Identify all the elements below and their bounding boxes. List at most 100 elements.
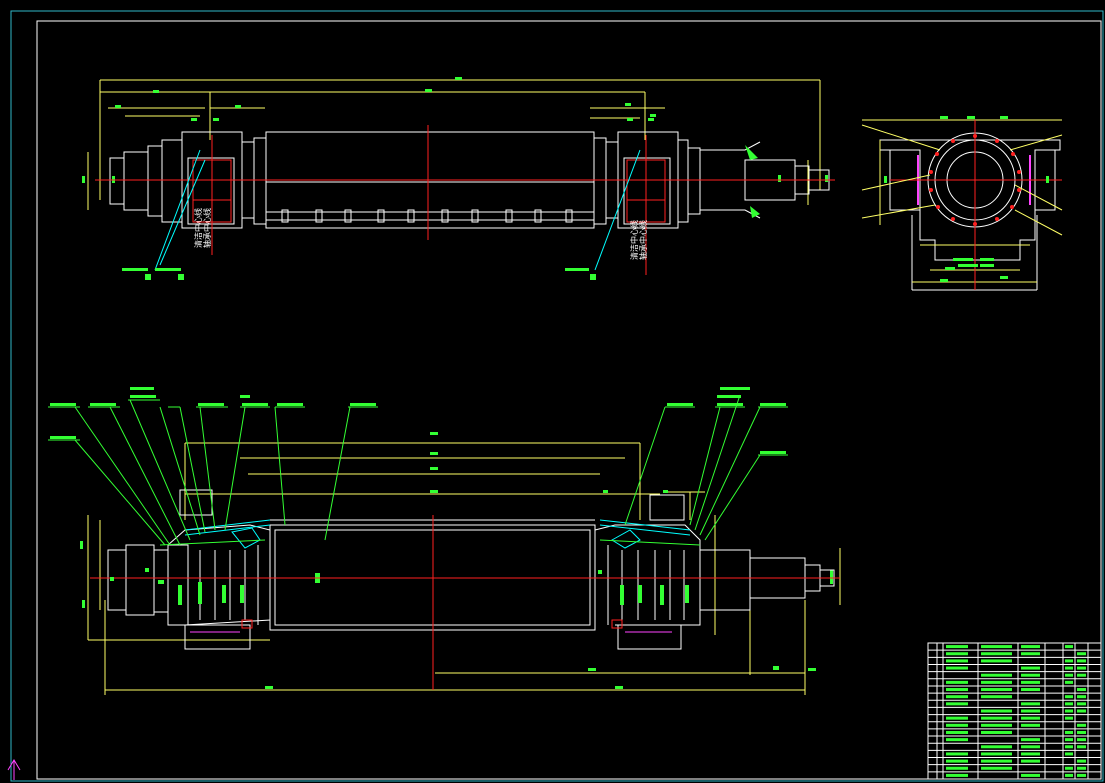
- parts-cell-text: [1077, 695, 1086, 699]
- parts-cell-text: [981, 688, 1012, 692]
- parts-cell-text: [1065, 709, 1073, 713]
- top-weld-marks: [745, 145, 760, 218]
- parts-cell-text: [1065, 673, 1073, 677]
- parts-cell-text: [981, 716, 1012, 720]
- parts-cell-text: [946, 738, 968, 742]
- parts-cell-text: [981, 759, 1012, 763]
- side-leaders: [861, 124, 1063, 236]
- parts-list-table: [927, 642, 1102, 780]
- parts-cell-text: [1021, 652, 1040, 656]
- parts-cell-text: [1065, 666, 1073, 670]
- parts-cell-text: [946, 688, 968, 692]
- parts-cell-text: [1021, 673, 1040, 677]
- top-dimensions: [87, 79, 821, 210]
- top-leaders: [154, 149, 641, 271]
- parts-cell-text: [1077, 688, 1086, 692]
- parts-cell-text: [1065, 738, 1073, 742]
- top-leader-tags: [122, 268, 596, 280]
- parts-cell-text: [1077, 673, 1086, 677]
- parts-cell-text: [1021, 709, 1040, 713]
- section-leaders: [74, 394, 761, 546]
- parts-cell-text: [1077, 759, 1086, 763]
- parts-cell-text: [981, 730, 1012, 734]
- top-right-note-2: 轴承中心线: [638, 220, 648, 260]
- section-dimensions: [87, 442, 841, 695]
- side-view: [861, 116, 1063, 291]
- parts-cell-text: [1077, 659, 1086, 663]
- parts-cell-text: [981, 745, 1012, 749]
- parts-cell-text: [946, 702, 968, 706]
- parts-cell-text: [1065, 745, 1073, 749]
- parts-cell-text: [946, 659, 968, 663]
- parts-cell-text: [1065, 752, 1073, 756]
- parts-cell-text: [1065, 730, 1073, 734]
- parts-cell-text: [1021, 666, 1040, 670]
- parts-cell-text: [981, 680, 1012, 684]
- section-red: [90, 515, 840, 690]
- top-center-lines: [95, 125, 835, 275]
- section-dim-labels: [80, 432, 833, 689]
- parts-cell-text: [981, 766, 1012, 770]
- parts-cell-text: [1021, 716, 1040, 720]
- parts-cell-text: [1021, 702, 1040, 706]
- parts-cell-text: [1077, 702, 1086, 706]
- parts-cell-text: [946, 695, 968, 699]
- parts-cell-text: [1065, 680, 1073, 684]
- parts-cell-text: [981, 709, 1012, 713]
- section-hatch: [184, 519, 691, 549]
- parts-cell-text: [1065, 659, 1073, 663]
- parts-cell-text: [1065, 695, 1073, 699]
- parts-cell-text: [946, 773, 968, 777]
- parts-cell-text: [1077, 745, 1086, 749]
- parts-cell-text: [981, 723, 1012, 727]
- ucs-icon: [7, 759, 21, 780]
- parts-cell-text: [1077, 766, 1086, 770]
- parts-cell-text: [1021, 688, 1040, 692]
- parts-cell-text: [946, 716, 968, 720]
- parts-cell-text: [981, 659, 1012, 663]
- parts-cell-text: [981, 695, 1012, 699]
- parts-cell-text: [981, 645, 1012, 649]
- parts-cell-text: [946, 723, 968, 727]
- parts-cell-text: [946, 759, 968, 763]
- parts-cell-text: [1077, 652, 1086, 656]
- parts-cell-text: [1077, 723, 1086, 727]
- parts-cell-text: [1065, 766, 1073, 770]
- parts-cell-text: [1065, 773, 1073, 777]
- section-part-marks: [110, 568, 689, 605]
- parts-cell-text: [1021, 738, 1040, 742]
- parts-cell-text: [1021, 759, 1040, 763]
- parts-cell-text: [1021, 745, 1040, 749]
- parts-cell-text: [1021, 723, 1040, 727]
- parts-cell-text: [946, 645, 968, 649]
- parts-cell-text: [1077, 709, 1086, 713]
- parts-cell-text: [946, 752, 968, 756]
- section-view: [48, 387, 841, 695]
- parts-cell-text: [981, 673, 1012, 677]
- parts-cell-text: [1077, 666, 1086, 670]
- parts-cell-text: [946, 766, 968, 770]
- top-left-note-1: 清洁中心线: [193, 208, 203, 248]
- parts-cell-text: [946, 666, 968, 670]
- parts-cell-text: [981, 752, 1012, 756]
- top-right-note-1: 清洁中心线: [629, 220, 639, 260]
- parts-cell-text: [1021, 680, 1040, 684]
- top-left-note-2: 轴承中心线: [202, 208, 212, 248]
- parts-cell-text: [1077, 730, 1086, 734]
- parts-cell-text: [1065, 645, 1073, 649]
- parts-cell-text: [1021, 645, 1040, 649]
- parts-cell-text: [946, 680, 968, 684]
- parts-cell-text: [981, 652, 1012, 656]
- top-view: [82, 77, 835, 280]
- side-dim-labels: [884, 116, 1049, 282]
- parts-cell-text: [946, 652, 968, 656]
- side-dimensions: [862, 119, 1062, 283]
- parts-cell-text: [1065, 716, 1073, 720]
- parts-cell-text: [1021, 752, 1040, 756]
- section-leader-tags: [50, 387, 786, 454]
- drawing-border: [36, 20, 1102, 780]
- parts-cell-text: [1077, 738, 1086, 742]
- parts-cell-text: [1077, 773, 1086, 777]
- section-leader-shelves: [48, 399, 788, 456]
